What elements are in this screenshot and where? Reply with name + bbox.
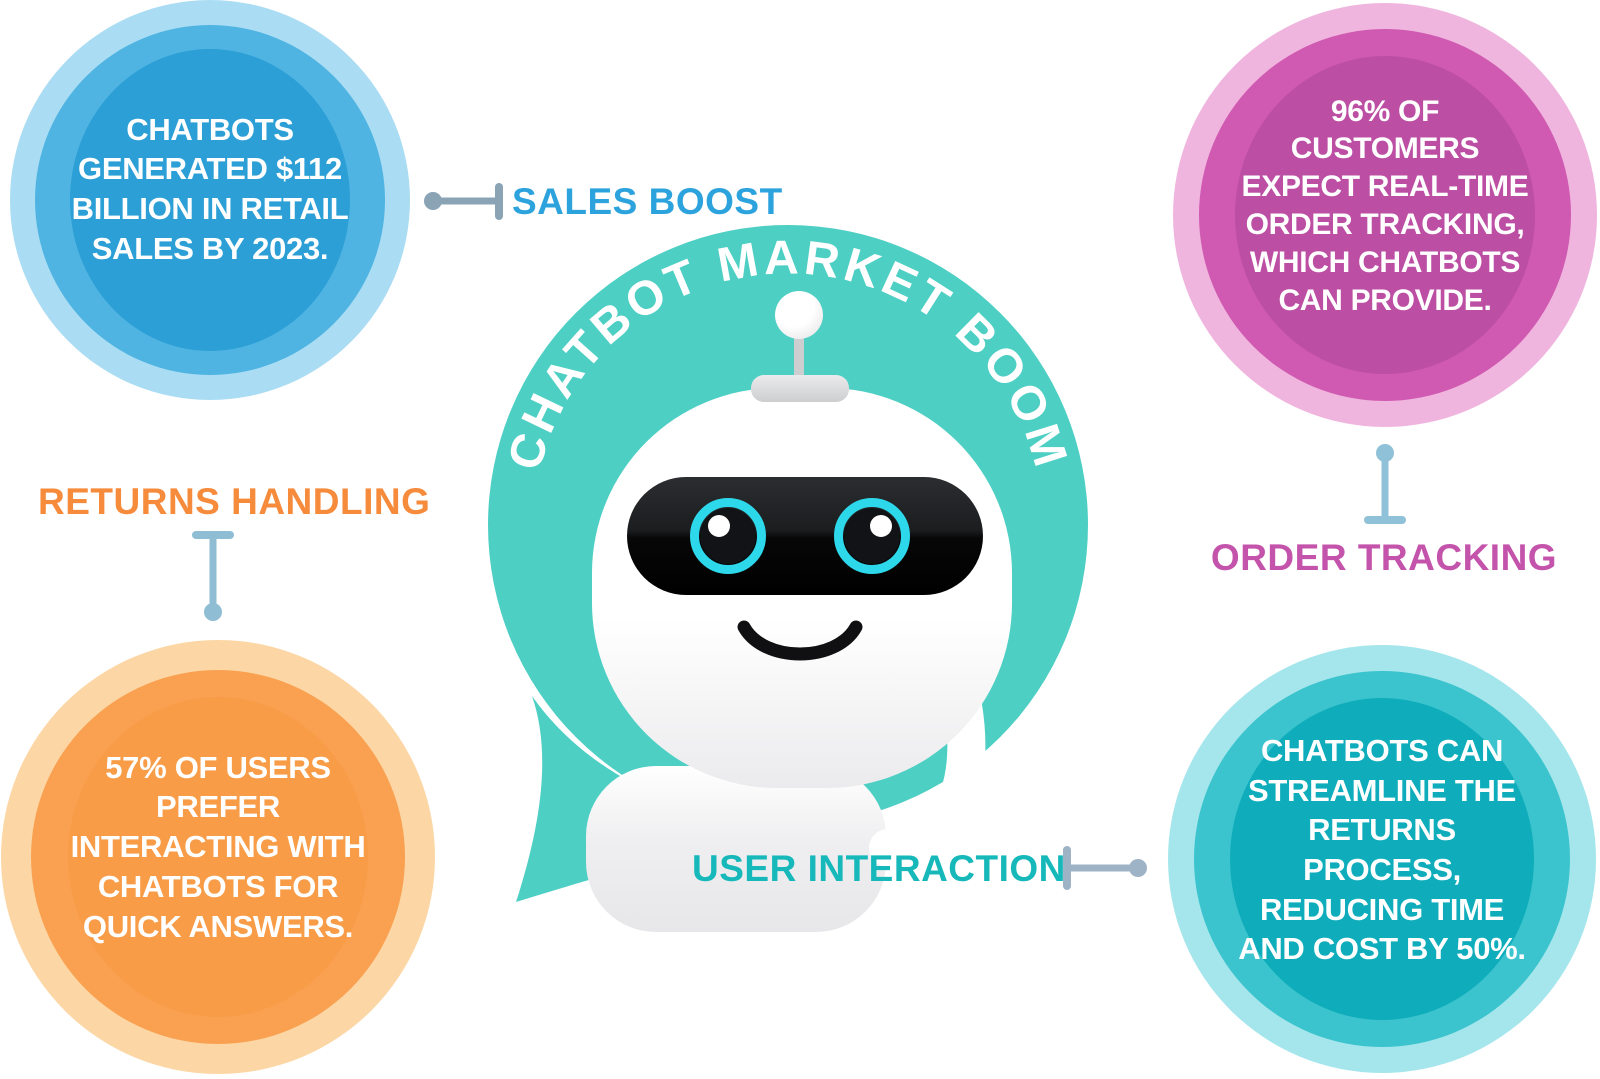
returns-handling-connector-dot	[204, 603, 222, 621]
stat-circle-returns-handling-mid-ring: 57% OF USERS PREFER INTERACTING WITH CHA…	[31, 670, 405, 1044]
label-order-tracking: ORDER TRACKING	[1210, 537, 1558, 578]
stat-circle-user-interaction-inner: CHATBOTS CAN STREAMLINE THE RETURNS PROC…	[1230, 698, 1534, 1020]
stat-text-sales: CHATBOTS GENERATED $112 BILLION IN RETAI…	[71, 111, 349, 266]
stat-circle-user-interaction-mid-ring: CHATBOTS CAN STREAMLINE THE RETURNS PROC…	[1194, 671, 1570, 1047]
user-interaction-connector-line	[1067, 864, 1133, 872]
robot-eye-right-highlight	[870, 515, 892, 537]
stat-text-order-tracking: 96% OF CUSTOMERS EXPECT REAL-TIME ORDER …	[1241, 94, 1529, 317]
order-tracking-connector	[1364, 444, 1406, 524]
robot-body	[586, 766, 886, 932]
stat-circle-sales-mid-ring: CHATBOTS GENERATED $112 BILLION IN RETAI…	[35, 25, 385, 375]
sales-connector-line	[433, 197, 499, 205]
stat-circle-order-tracking-mid-ring: 96% OF CUSTOMERS EXPECT REAL-TIME ORDER …	[1199, 29, 1571, 401]
robot-eye-left-ring	[690, 498, 766, 574]
order-tracking-connector-line	[1381, 453, 1389, 521]
returns-handling-connector	[192, 531, 234, 621]
robot-eye-left-pupil	[700, 508, 756, 564]
stat-circle-order-tracking: 96% OF CUSTOMERS EXPECT REAL-TIME ORDER …	[1173, 3, 1597, 427]
label-sales-boost: SALES BOOST	[512, 181, 783, 222]
robot-eye-right-pupil	[844, 508, 900, 564]
stat-circle-order-tracking-inner: 96% OF CUSTOMERS EXPECT REAL-TIME ORDER …	[1235, 56, 1535, 374]
chatbot-robot-illustration: CHATBOT MARKET BOOM	[488, 225, 1088, 932]
robot-eye-left-highlight	[708, 515, 730, 537]
robot-antenna	[751, 291, 849, 402]
robot-eye-right	[834, 498, 910, 574]
robot-visor	[627, 477, 983, 595]
user-interaction-connector	[1063, 846, 1147, 890]
order-tracking-connector-bar	[1364, 516, 1406, 524]
robot-smile	[737, 620, 863, 661]
stat-circle-sales-inner: CHATBOTS GENERATED $112 BILLION IN RETAI…	[70, 49, 350, 351]
stat-circle-returns-handling: 57% OF USERS PREFER INTERACTING WITH CHA…	[1, 640, 435, 1074]
user-interaction-connector-dot	[1129, 859, 1147, 877]
stat-circle-user-interaction: CHATBOTS CAN STREAMLINE THE RETURNS PROC…	[1168, 645, 1596, 1073]
sales-connector	[424, 183, 503, 220]
robot-eye-left	[690, 498, 766, 574]
label-user-interaction: USER INTERACTION	[692, 848, 1066, 889]
label-returns-handling: RETURNS HANDLING	[38, 481, 431, 522]
sales-connector-bar	[495, 183, 503, 220]
robot-antenna-base	[751, 375, 849, 402]
stat-circle-sales: CHATBOTS GENERATED $112 BILLION IN RETAI…	[10, 0, 410, 400]
returns-handling-connector-line	[209, 535, 217, 607]
robot-arm	[869, 687, 986, 867]
robot-antenna-ball	[775, 291, 823, 339]
robot-eye-right-ring	[834, 498, 910, 574]
stat-text-returns-handling: 57% OF USERS PREFER INTERACTING WITH CHA…	[70, 749, 366, 944]
stat-circle-returns-handling-inner: 57% OF USERS PREFER INTERACTING WITH CHA…	[68, 697, 368, 1017]
stat-text-user-interaction: CHATBOTS CAN STREAMLINE THE RETURNS PROC…	[1238, 732, 1526, 967]
robot-antenna-stem	[794, 328, 804, 382]
